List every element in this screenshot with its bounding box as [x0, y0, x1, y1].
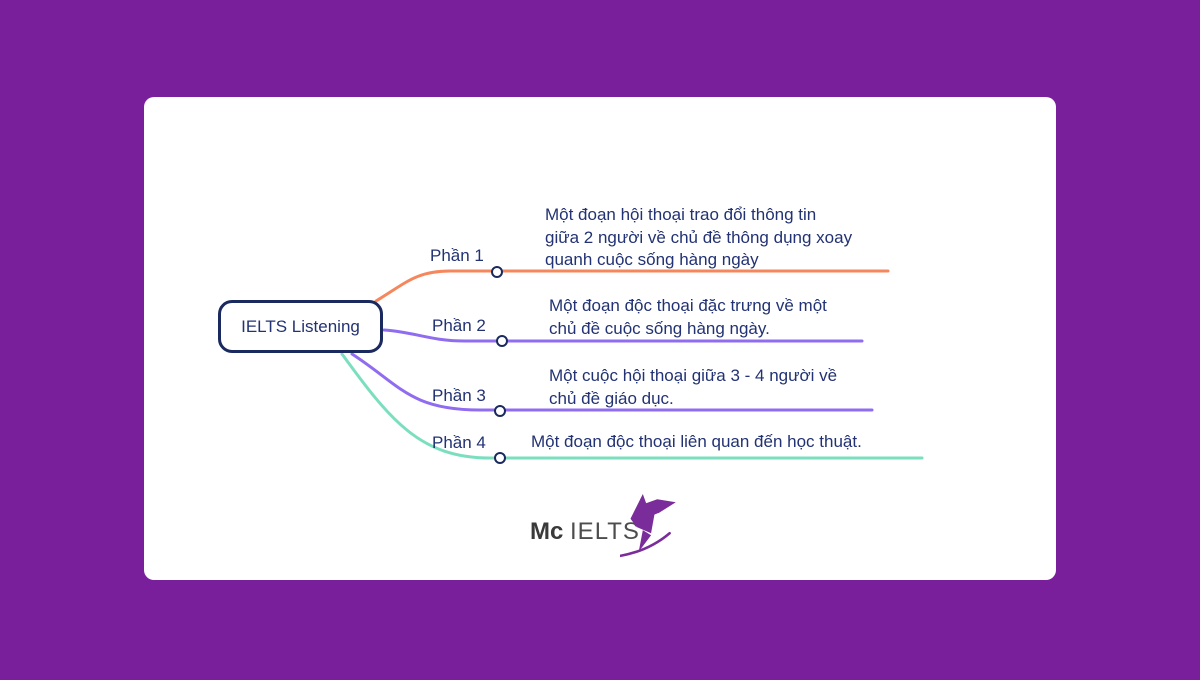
logo-brand-rest: IELTS: [570, 518, 640, 545]
bird-wing: [630, 494, 652, 519]
branch-description-3-line-1: Một cuộc hội thoại giữa 3 - 4 người về: [549, 366, 838, 385]
mindmap-canvas: IELTS Listening Phần 1 Phần 2 Phần 3 Phầ…: [144, 97, 1056, 580]
branch-node-dot-2: [496, 335, 508, 347]
branch-description-2-line-1: Một đoạn độc thoại đặc trưng về một: [549, 296, 827, 315]
hummingbird-icon: [620, 494, 676, 558]
branch-line-2: [382, 328, 864, 343]
branch-node-dot-3: [494, 405, 506, 417]
logo-brand-bold: Mc: [530, 518, 564, 545]
branch-lines: [340, 266, 924, 464]
branch-label-phan-3: Phần 3: [432, 386, 486, 405]
bird-tail: [638, 530, 652, 552]
branch-node-dot-4: [494, 452, 506, 464]
mc-ielts-logo-text: Mc IELTS: [530, 518, 640, 546]
branch-description-1: Một đoạn hội thoại trao đổi thông tin gi…: [545, 204, 852, 272]
branch-description-1-line-3: quanh cuộc sống hàng ngày: [545, 250, 759, 269]
branch-label-phan-2: Phần 2: [432, 316, 486, 335]
branch-line-4: [340, 352, 924, 460]
branch-line-3: [350, 352, 874, 412]
branch-description-1-line-1: Một đoạn hội thoại trao đổi thông tin: [545, 205, 817, 224]
branch-description-3: Một cuộc hội thoại giữa 3 - 4 người về c…: [549, 365, 837, 410]
mc-ielts-logo: Mc IELTS: [530, 492, 780, 564]
bird-swoosh: [620, 531, 671, 558]
branch-description-4: Một đoạn độc thoại liên quan đến học thu…: [531, 431, 862, 454]
bird-body: [630, 510, 656, 534]
branch-description-2-line-2: chủ đề cuộc sống hàng ngày.: [549, 318, 770, 338]
branch-description-4-line-1: Một đoạn độc thoại liên quan đến học thu…: [531, 432, 862, 451]
branch-label-phan-4: Phần 4: [432, 433, 486, 452]
branch-label-phan-1: Phần 1: [430, 246, 484, 265]
branch-line-1: [374, 269, 890, 303]
root-node-label: IELTS Listening: [241, 316, 360, 336]
branch-description-3-line-2: chủ đề giáo dục.: [549, 388, 674, 408]
branch-description-1-line-2: giữa 2 người về chủ đề thông dụng xoay: [545, 227, 853, 247]
branch-description-2: Một đoạn độc thoại đặc trưng về một chủ …: [549, 295, 827, 340]
root-node-ielts-listening: IELTS Listening: [218, 300, 383, 353]
branch-node-dot-1: [491, 266, 503, 278]
